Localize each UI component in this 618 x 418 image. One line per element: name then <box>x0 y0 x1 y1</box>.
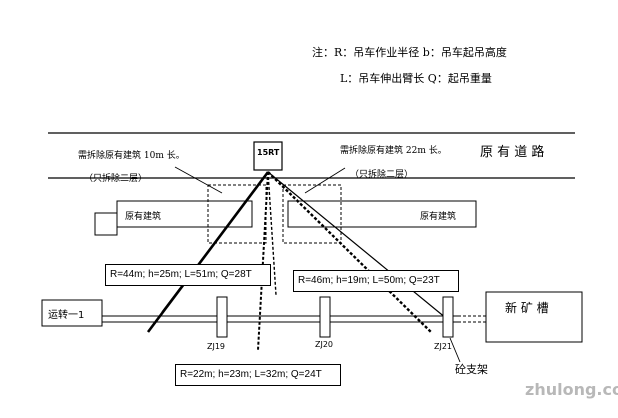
boom-bottom-dashed <box>257 171 269 351</box>
support-frame-leader <box>449 337 461 363</box>
crane-box <box>253 141 283 171</box>
legend-line-2: L：吊车伸出臂长 Q：起吊重量 <box>340 72 492 85</box>
support-zj19 <box>216 296 228 338</box>
params-box-right: R=46m; h=19m; L=50m; Q=23T <box>293 270 459 292</box>
demolish-note-right: 需拆除原有建筑 22m 长。 <box>340 146 447 156</box>
demolish-note-left-sub: （只拆除二层） <box>84 174 148 184</box>
support-label-zj20: ZJ20 <box>315 340 334 349</box>
transfer-station-box <box>41 299 103 327</box>
demolish-note-left: 需拆除原有建筑 10m 长。 <box>78 151 185 161</box>
existing-building-right-label: 原有建筑 <box>420 212 457 222</box>
road-label: 原 有 道 路 <box>480 145 545 160</box>
demolish-area-right <box>282 184 342 244</box>
existing-building-left-label: 原有建筑 <box>125 212 162 222</box>
params-box-left: R=44m; h=25m; L=51m; Q=28T <box>105 264 271 286</box>
support-label-zj21: ZJ21 <box>434 342 453 351</box>
note-arrow-left <box>174 166 223 194</box>
new-tank-box <box>485 291 583 343</box>
support-frame-label: 砼支架 <box>455 363 488 376</box>
new-tank-label: 新 矿 槽 <box>505 301 549 315</box>
legend-line-1: 注：R：吊车作业半径 b：吊车起吊高度 <box>312 46 507 59</box>
support-zj20 <box>319 296 331 338</box>
boom-right-dashed <box>267 171 433 334</box>
crane-label: 15RT <box>257 148 280 157</box>
demolish-note-right-sub: （只拆除二层） <box>350 170 414 180</box>
building-annex <box>94 212 118 236</box>
support-zj21 <box>442 296 454 338</box>
params-box-bottom: R=22m; h=23m; L=32m; Q=24T <box>175 364 341 386</box>
transfer-station-label: 运转一1 <box>48 310 85 321</box>
watermark: zhulong.com <box>525 380 618 399</box>
note-arrow-right <box>304 167 346 194</box>
boom-right-solid <box>267 171 453 324</box>
boom-bottom-dotted <box>267 171 277 296</box>
boom-left-inner <box>161 171 269 313</box>
support-label-zj19: ZJ19 <box>207 342 226 351</box>
